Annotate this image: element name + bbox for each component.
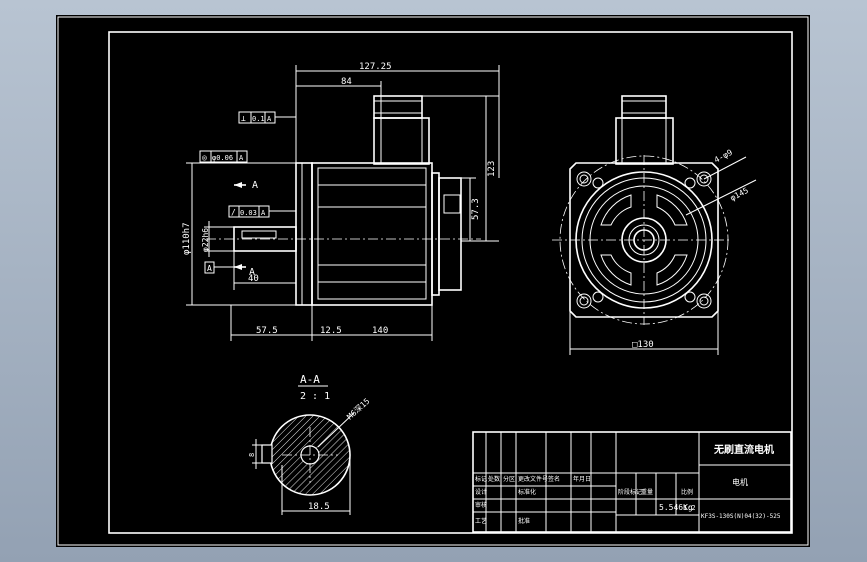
dim-body-offset: 84 <box>341 77 352 87</box>
section-title: A-A <box>300 373 320 386</box>
title-grid-cell: 标记 <box>475 475 487 483</box>
title-grid-cell: 更改文件号 <box>518 475 548 483</box>
title-grid-cell: 审核 <box>475 501 487 509</box>
dim-shaft-len: 40 <box>248 274 259 284</box>
title-grid: 标记处数分区更改文件号签名 年月日设计 标准化审核工艺 批准 <box>473 432 616 532</box>
inner-border <box>108 31 793 534</box>
runout-tol: φ0.06 <box>212 154 233 162</box>
title-block: 无刷直流电机 电机 KF3S-130S(N)04(32)-525 5.546Kg… <box>472 431 792 533</box>
perp-frame: / 0.03 A <box>228 205 296 218</box>
stage-header-2: 比例 <box>681 488 693 496</box>
dim-flange-thk: 12.5 <box>320 326 342 336</box>
square-dim: □130 <box>632 340 654 350</box>
title-grid-cell: 设计 <box>475 488 487 496</box>
dim-front-len: 57.5 <box>256 326 278 336</box>
side-view: 127.25 84 123 57.3 φ110h7 φ22h6 40 57.5 … <box>182 62 500 341</box>
dim-height-half: 57.3 <box>471 198 481 220</box>
flatness-tol: 0.1 <box>252 115 265 123</box>
svg-text:⊥: ⊥ <box>241 114 246 123</box>
scale-value: 1:2 <box>683 504 696 512</box>
part-name: 电机 <box>732 477 748 487</box>
title-grid-cell: 处数 <box>488 475 500 483</box>
svg-text:/: / <box>231 208 236 217</box>
rear-cover <box>431 172 440 296</box>
runout-datum: A <box>239 154 244 162</box>
section-view: A-A 2 : 1 M6深15 8 18.5 <box>248 373 372 515</box>
svg-text:◎: ◎ <box>202 153 207 162</box>
dim-height-total: 123 <box>487 161 497 177</box>
weight-value: 5.546Kg <box>659 503 693 512</box>
product-name: 无刷直流电机 <box>713 443 774 456</box>
section-scale: 2 : 1 <box>300 391 330 402</box>
perp-datum: A <box>261 209 266 217</box>
mounting-holes <box>576 171 712 309</box>
front-connector-body <box>615 117 674 165</box>
stage-header-0: 阶段标记 <box>618 488 642 496</box>
holes-label: 4-φ9 <box>713 148 734 165</box>
title-grid-cell: 年月日 <box>573 475 591 483</box>
dim-shaft-dia: φ22h6 <box>201 228 210 252</box>
datum-a-label: A <box>207 264 212 273</box>
title-grid-cell: 批准 <box>518 517 530 525</box>
runout-frame: ◎ φ0.06 A <box>199 150 248 163</box>
section-mark-top: A <box>252 180 258 191</box>
flange <box>295 162 313 306</box>
title-grid-cell: 签名 <box>548 475 560 483</box>
outer-border <box>57 16 809 546</box>
motor-body <box>311 162 433 306</box>
section-mark-bottom: A <box>249 267 255 278</box>
front-connector-cap <box>621 95 667 119</box>
title-grid-cell: 分区 <box>503 475 515 483</box>
dim-flange-dia: φ110h7 <box>182 222 192 255</box>
thread-label: M6深15 <box>345 396 371 421</box>
front-flange-square <box>569 162 719 318</box>
key-label: 8 <box>248 453 256 457</box>
drawing-sheet: 127.25 84 123 57.3 φ110h7 φ22h6 40 57.5 … <box>56 15 810 547</box>
title-grid-cell: 标准化 <box>518 488 536 496</box>
title-grid-cell: 工艺 <box>475 517 487 525</box>
width-label: 18.5 <box>308 502 330 512</box>
perp-tol: 0.03 <box>240 209 257 217</box>
bolt-circle-label: φ145 <box>729 186 750 203</box>
connector-body <box>373 117 430 165</box>
dim-body-len: 140 <box>372 326 388 336</box>
stage-header-1: 重量 <box>641 488 653 496</box>
model-number: KF3S-130S(N)04(32)-525 <box>701 513 781 520</box>
flatness-datum: A <box>267 115 272 123</box>
key-slot <box>261 444 273 464</box>
front-view: 4-φ9 φ145 □130 <box>552 95 757 355</box>
dim-total-length: 127.25 <box>359 62 392 72</box>
flatness-frame: ⊥ 0.1 A <box>238 111 296 124</box>
